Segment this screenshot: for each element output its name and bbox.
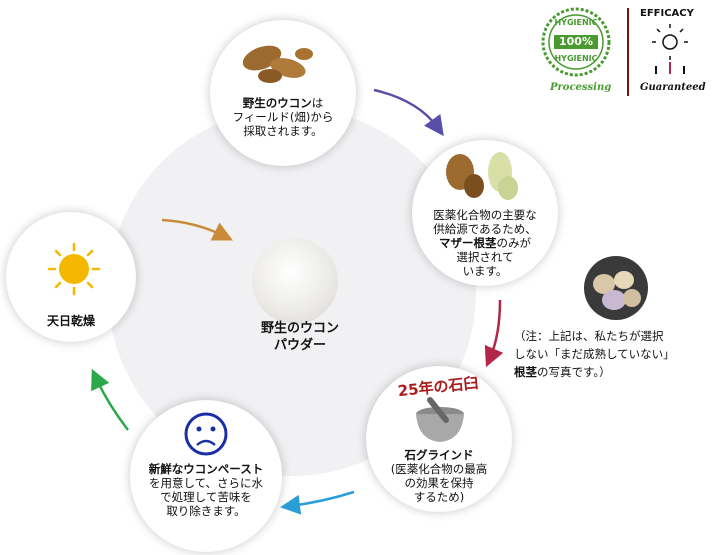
center-label: 野生のウコン パウダー [244, 320, 356, 354]
arrow-paste-to-dry [91, 368, 129, 431]
harvest-line3: 採取されます。 [243, 124, 323, 138]
harvest-line2: フィールド(畑)から [232, 110, 334, 124]
grind-line3: の効果を保持 [404, 476, 474, 490]
harvest-rest: は [311, 96, 324, 110]
step-harvest [210, 20, 356, 166]
grind-line4: するため) [413, 490, 465, 504]
select-line4: 選択されて [456, 250, 514, 264]
center-line2: パウダー [273, 338, 326, 353]
center-line1: 野生のウコン [260, 321, 339, 336]
grind-line2: (医薬化合物の最高 [390, 462, 488, 476]
note-line1: （注：上記は、私たちが選択 [514, 329, 664, 343]
paste-line4: 取り除きます。 [166, 504, 246, 518]
select-line5: います。 [462, 264, 508, 278]
note-line2: しない「まだ成熟していない」 [514, 347, 675, 361]
select-line1: 医薬化合物の主要な [433, 208, 537, 222]
hygienic-seal-icon: HYGIENIC 100% HYGIENIC [540, 6, 612, 78]
note-bold: 根茎 [514, 365, 537, 379]
efficacy-icon [646, 22, 694, 76]
hygienic-center-text: 100% [559, 35, 593, 48]
paste-bold: 新鮮なウコンペースト [148, 462, 264, 476]
arrow-dry-to-center [161, 218, 233, 241]
arrow-harvest-to-select [373, 88, 444, 137]
processing-label: Processing [550, 82, 612, 93]
step-select [412, 140, 558, 286]
hygienic-bottom-text: HYGIENIC [554, 54, 598, 63]
grind-bold: 石グラインド [404, 448, 474, 462]
arrow-select-to-grind [484, 299, 504, 368]
powder-icon [252, 238, 338, 324]
dry-label: 天日乾燥 [46, 314, 95, 328]
select-bold: マザー根茎 [439, 236, 497, 250]
guaranteed-label: Guaranteed [640, 82, 706, 93]
harvest-bold: 野生のウコン [242, 96, 312, 110]
select-line2: 供給源であるため、 [433, 222, 537, 236]
note: （注：上記は、私たちが選択 しない「まだ成熟していない」 根茎の写真です。） [514, 327, 712, 381]
arrow-grind-to-paste [280, 490, 355, 515]
select-rest: のみが [496, 236, 532, 250]
note-rest: の写真です。） [537, 365, 611, 379]
badge-divider [627, 8, 629, 96]
paste-line3: で処理して苦味を [160, 490, 252, 504]
efficacy-label: EFFICACY [640, 8, 694, 19]
paste-line2: を用意して、さらに水 [148, 476, 264, 490]
stones-icon [584, 256, 648, 320]
hygienic-top-text: HYGIENIC [554, 18, 598, 27]
